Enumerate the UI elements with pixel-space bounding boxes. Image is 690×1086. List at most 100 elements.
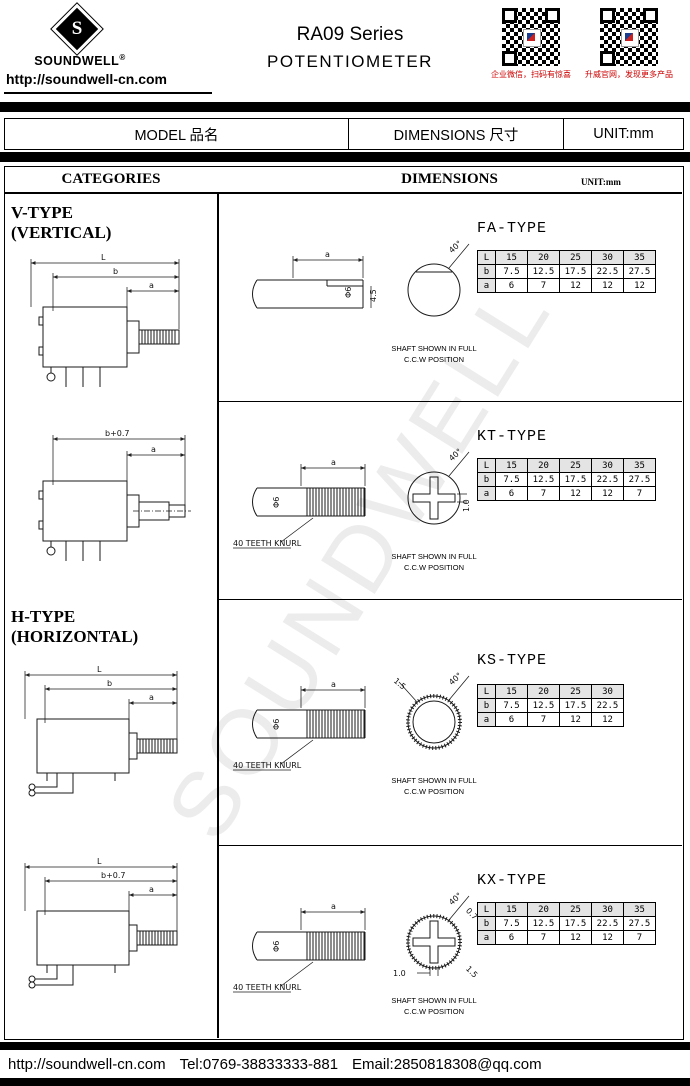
dim-value-cell: 15 (495, 250, 528, 265)
v-type-subheading: (VERTICAL) (11, 223, 112, 242)
brand-name: SOUNDWELL® (34, 53, 126, 69)
dim-label-angle: 40° (447, 671, 464, 687)
dim-label-L: L (101, 253, 106, 262)
dim-label-dia: Φ6 (272, 941, 281, 952)
dim-value-cell: 30 (591, 684, 624, 699)
kx-cross-section: 40° 0.7 1.0 1.5 (393, 891, 479, 980)
knurl-label: 40 TEETH KNURL (233, 539, 302, 548)
dim-label-L: L (97, 665, 102, 674)
kt-cross-section: 40° 1.0 (407, 447, 471, 525)
h-type-subheading: (HORIZONTAL) (11, 627, 139, 646)
dim-value-cell: 20 (527, 902, 560, 917)
footer-site-url: http://soundwell-cn.com (8, 1055, 166, 1073)
soundwell-logo-icon: S (50, 2, 104, 56)
dim-label-45: 4.5 (369, 289, 378, 302)
h-type-drawing-1: L b a (24, 665, 178, 797)
unit-label: UNIT:mm (593, 126, 654, 142)
dim-value-cell: 6 (495, 712, 528, 727)
dim-label-15: 1.5 (464, 964, 479, 979)
dim-value-cell: 27.5 (623, 264, 656, 279)
dim-value-cell: 35 (623, 458, 656, 473)
dim-value-cell: 20 (527, 684, 560, 699)
divider-bar-top (0, 102, 690, 112)
dim-label-b: b (113, 267, 118, 276)
footer-bar-bottom (0, 1078, 690, 1086)
ks-shaft-drawing: a Φ6 40 TEETH KNURL (233, 680, 366, 771)
dim-value-cell: 35 (623, 250, 656, 265)
dim-value-cell: 7 (527, 486, 560, 501)
dim-value-cell: 22.5 (591, 264, 624, 279)
knurl-label: 40 TEETH KNURL (233, 983, 302, 992)
shaft-caption: SHAFT SHOWN IN FULL C.C.W POSITION (391, 776, 477, 796)
dim-value-cell: 12.5 (527, 264, 560, 279)
dim-value-cell: 30 (591, 902, 624, 917)
dim-label-a: a (331, 902, 336, 911)
dim-value-cell: 12 (591, 486, 624, 501)
footer-bar-top (0, 1042, 690, 1050)
dim-label-cell: b (477, 698, 496, 713)
shaft-caption: SHAFT SHOWN IN FULL C.C.W POSITION (391, 344, 477, 364)
dim-label-angle: 40° (447, 239, 464, 255)
dim-value-cell: 22.5 (591, 916, 624, 931)
v-type-drawing-1: L b a (30, 253, 180, 387)
dim-label-dia: Φ6 (272, 497, 281, 508)
dim-value-cell: 17.5 (559, 264, 592, 279)
dim-value-cell: 12 (623, 278, 656, 293)
dim-value-cell: 7.5 (495, 264, 528, 279)
dim-value-cell: 25 (559, 902, 592, 917)
dim-label-angle: 40° (447, 447, 464, 463)
dim-value-cell: 17.5 (559, 698, 592, 713)
fa-shaft-drawing: a 4.5 Φ6 (252, 250, 378, 309)
dim-value-cell: 20 (527, 458, 560, 473)
dim-value-cell: 12.5 (527, 698, 560, 713)
kt-type-title: KT-TYPE (477, 428, 548, 445)
dim-value-cell: 7.5 (495, 472, 528, 487)
dim-label-a: a (325, 250, 330, 259)
dim-value-cell: 12.5 (527, 916, 560, 931)
dimensions-label: DIMENSIONS 尺寸 (349, 119, 564, 149)
model-header-row: MODEL 品名 DIMENSIONS 尺寸 UNIT:mm (4, 118, 684, 150)
dim-value-cell: 7.5 (495, 916, 528, 931)
dim-value-cell: 17.5 (559, 916, 592, 931)
dim-value-cell: 12 (559, 278, 592, 293)
column-divider (217, 192, 219, 1038)
dim-value-cell: 12 (591, 278, 624, 293)
dim-label-dia: Φ6 (344, 287, 353, 298)
kt-shaft-drawing: a Φ6 40 TEETH KNURL (233, 458, 366, 549)
dim-value-cell: 25 (559, 458, 592, 473)
header-rule (5, 192, 682, 194)
dim-value-cell: 7 (623, 486, 656, 501)
h-type-drawing-2: L b+0.7 a (24, 857, 178, 989)
dim-value-cell: 7 (623, 930, 656, 945)
dim-label-a: a (149, 693, 154, 702)
dim-value-cell: 25 (559, 684, 592, 699)
dim-label-b07: b+0.7 (105, 429, 130, 438)
dim-value-cell: 30 (591, 458, 624, 473)
dim-value-cell: 25 (559, 250, 592, 265)
dim-value-cell: 15 (495, 684, 528, 699)
footer-tel: Tel:0769-38833333-881 (179, 1055, 339, 1073)
dim-label-a: a (149, 885, 154, 894)
shaft-caption: SHAFT SHOWN IN FULL C.C.W POSITION (391, 996, 477, 1016)
ks-type-title: KS-TYPE (477, 652, 548, 669)
dim-value-cell: 6 (495, 930, 528, 945)
unit-note: UNIT:mm (581, 177, 621, 187)
dim-label-L: L (97, 857, 102, 866)
product-title: POTENTIOMETER (267, 52, 433, 71)
dim-value-cell: 7.5 (495, 698, 528, 713)
dim-label-cell: a (477, 486, 496, 501)
dim-value-cell: 22.5 (591, 472, 624, 487)
dim-label-cell: a (477, 930, 496, 945)
dim-value-cell: 27.5 (623, 472, 656, 487)
